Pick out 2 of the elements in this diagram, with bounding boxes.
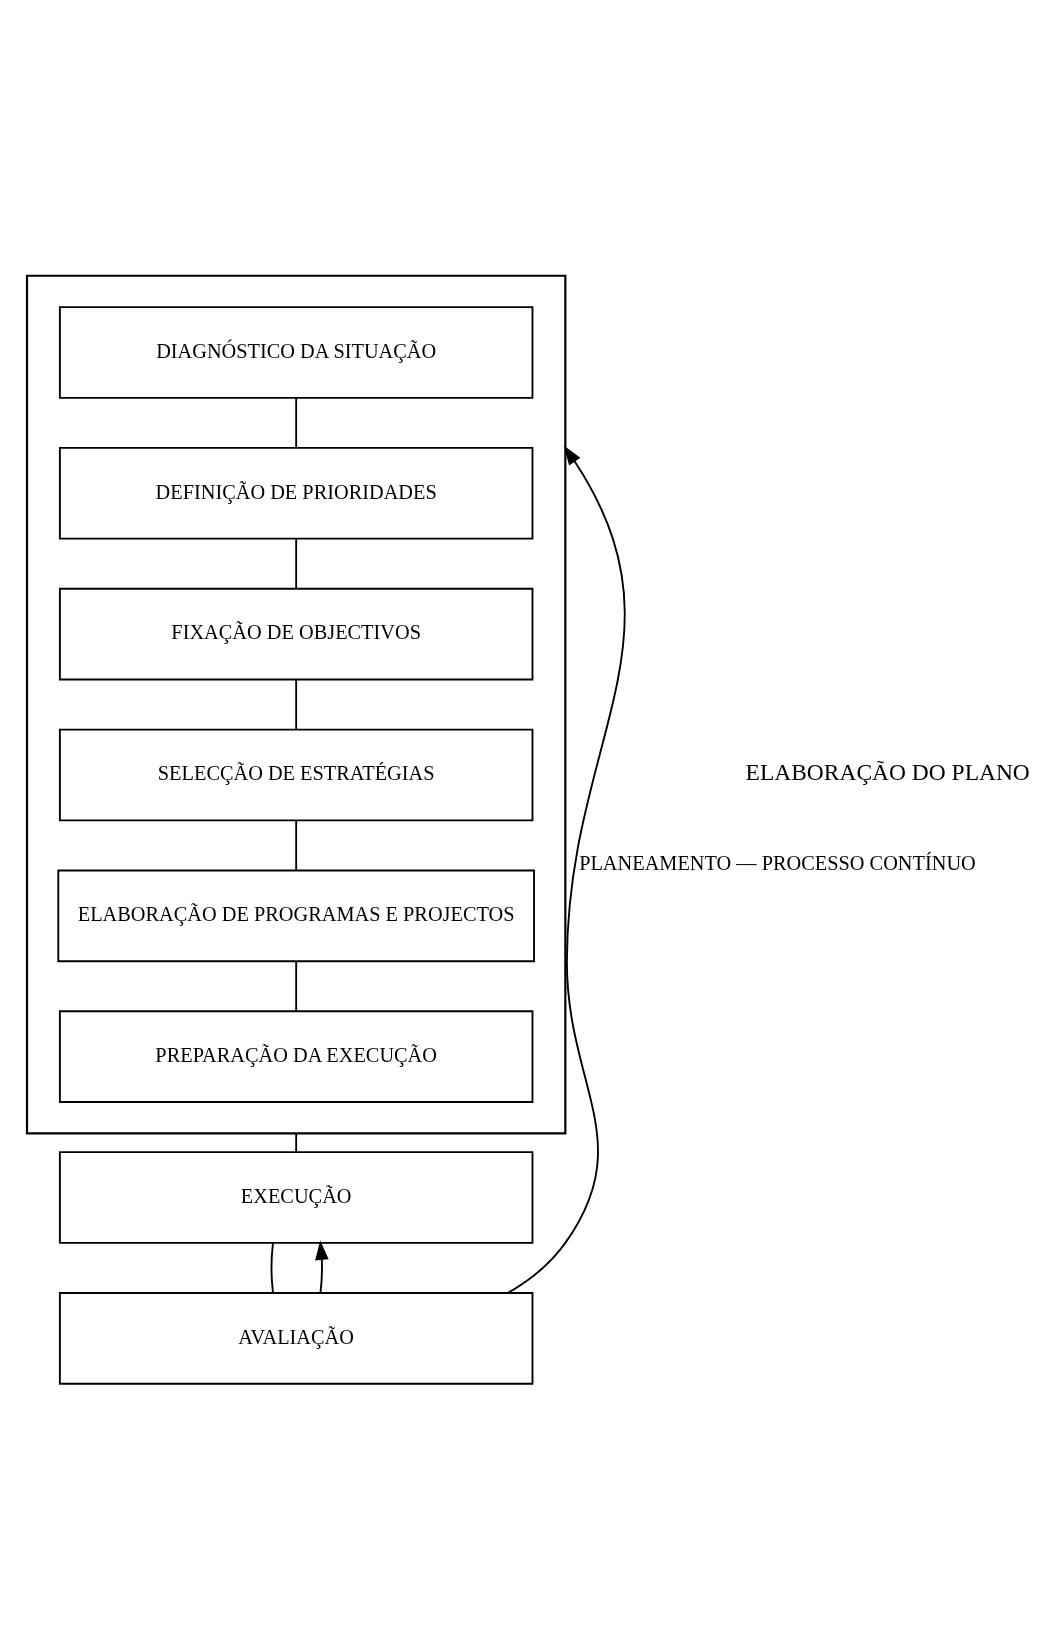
edge-label: PLANEAMENTO — PROCESSO CONTÍNUO [579,852,976,875]
label: ELABORAÇÃO DO PLANO [745,759,1030,786]
